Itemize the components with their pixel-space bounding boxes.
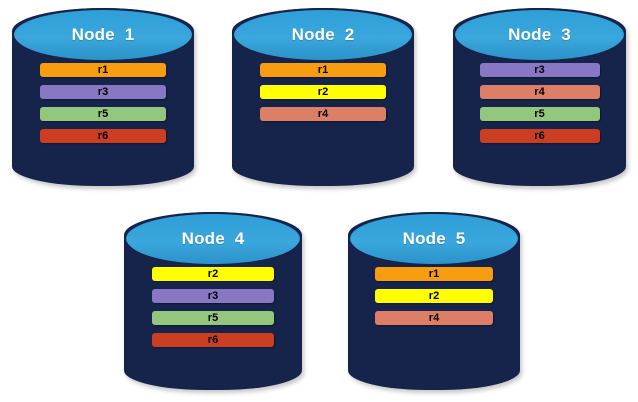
node-title: Node 2: [291, 24, 355, 44]
record-bar[interactable]: r5: [479, 107, 600, 121]
record-bar[interactable]: r3: [40, 85, 166, 99]
node-cylinder[interactable]: Node 2 r1 r2 r4: [232, 8, 414, 186]
record-bar-stack: r1 r3 r5 r6: [12, 63, 194, 143]
record-bar[interactable]: r6: [479, 129, 600, 143]
node-cylinder[interactable]: Node 5 r1 r2 r4: [348, 212, 520, 390]
record-bar[interactable]: r1: [40, 63, 166, 77]
record-bar[interactable]: r4: [479, 85, 600, 99]
node-cylinder[interactable]: Node 1 r1 r3 r5 r6: [12, 8, 194, 186]
node-cylinder[interactable]: Node 3 r3 r4 r5 r6: [453, 8, 626, 186]
record-bar[interactable]: r1: [375, 267, 493, 281]
record-bar[interactable]: r5: [152, 311, 274, 325]
record-bar[interactable]: r4: [260, 107, 386, 121]
record-bar[interactable]: r2: [152, 267, 274, 281]
record-bar[interactable]: r5: [40, 107, 166, 121]
record-bar[interactable]: r4: [375, 311, 493, 325]
record-bar[interactable]: r1: [260, 63, 386, 77]
record-bar-stack: r2 r3 r5 r6: [124, 267, 302, 347]
record-bar-stack: r1 r2 r4: [348, 267, 520, 325]
node-title: Node 1: [71, 24, 135, 44]
record-bar-stack: r1 r2 r4: [232, 63, 414, 121]
record-bar[interactable]: r3: [152, 289, 274, 303]
node-cylinder[interactable]: Node 4 r2 r3 r5 r6: [124, 212, 302, 390]
node-title: Node 5: [402, 228, 466, 248]
node-title: Node 3: [508, 24, 571, 44]
record-bar[interactable]: r6: [40, 129, 166, 143]
node-title: Node 4: [181, 228, 245, 248]
record-bar[interactable]: r2: [375, 289, 493, 303]
record-bar-stack: r3 r4 r5 r6: [453, 63, 626, 143]
record-bar[interactable]: r6: [152, 333, 274, 347]
record-bar[interactable]: r2: [260, 85, 386, 99]
record-bar[interactable]: r3: [479, 63, 600, 77]
